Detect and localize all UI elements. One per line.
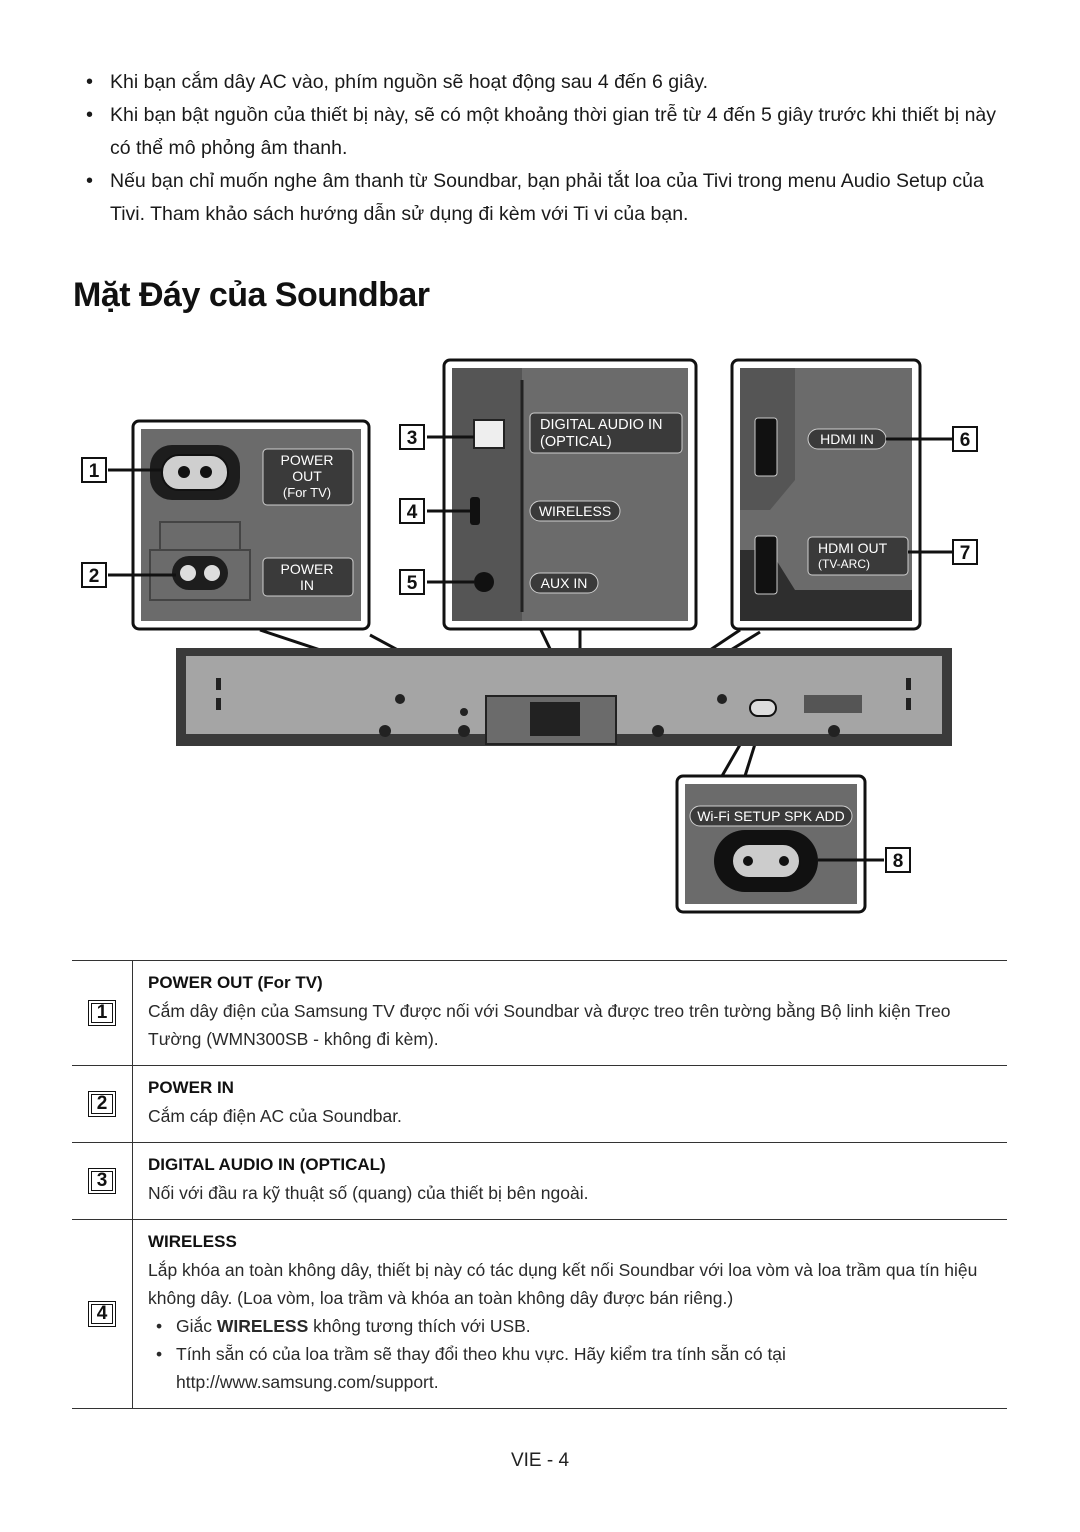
table-row: 1 POWER OUT (For TV) Cắm dây điện của Sa… (72, 960, 1007, 1066)
svg-text:5: 5 (407, 573, 418, 594)
hdmi-out-label-line1: HDMI OUT (818, 540, 888, 556)
callout-6: 6 (952, 426, 978, 452)
callout-2: 2 (81, 562, 107, 588)
hdmi-panel: HDMI IN HDMI OUT (TV-ARC) (730, 358, 922, 631)
svg-text:7: 7 (960, 543, 971, 564)
table-row: 3 DIGITAL AUDIO IN (OPTICAL) Nối với đầu… (72, 1142, 1007, 1220)
row-sub-bullets: Giắc WIRELESS không tương thích với USB.… (148, 1312, 997, 1396)
callout-3: 3 (399, 424, 425, 450)
power-out-label-line1: POWER (281, 452, 334, 468)
hdmi-in-label: HDMI IN (820, 431, 874, 447)
row-heading: WIRELESS (148, 1232, 237, 1251)
wifi-setup-panel: Wi-Fi SETUP SPK ADD (675, 774, 884, 914)
row-text: Cắm dây điện của Samsung TV được nối với… (148, 1001, 951, 1049)
sub-bullet-item: Giắc WIRELESS không tương thích với USB. (152, 1312, 997, 1340)
soundbar-bottom-diagram: POWER OUT (For TV) POWER IN DIGITAL AUDI… (81, 358, 978, 914)
svg-text:6: 6 (960, 430, 971, 451)
power-in-label-line2: IN (300, 577, 314, 593)
aux-in-label: AUX IN (541, 575, 588, 591)
row-text: Nối với đầu ra kỹ thuật số (quang) của t… (148, 1183, 589, 1203)
row-heading: POWER OUT (For TV) (148, 973, 323, 992)
power-in-label-line1: POWER (281, 561, 334, 577)
bullet-item: Khi bạn cắm dây AC vào, phím nguồn sẽ ho… (86, 66, 1006, 99)
svg-text:8: 8 (893, 851, 904, 872)
inputs-panel: DIGITAL AUDIO IN (OPTICAL) WIRELESS AUX … (442, 358, 698, 631)
svg-text:1: 1 (89, 461, 100, 482)
row-number-badge: 3 (88, 1168, 116, 1194)
connector-legend-table: 1 POWER OUT (For TV) Cắm dây điện của Sa… (72, 960, 1007, 1409)
svg-text:4: 4 (407, 502, 418, 523)
row-text: Lắp khóa an toàn không dây, thiết bị này… (148, 1260, 978, 1308)
callout-5: 5 (399, 569, 425, 595)
hdmi-out-label-line2: (TV-ARC) (818, 557, 870, 571)
intro-bullets: Khi bạn cắm dây AC vào, phím nguồn sẽ ho… (86, 66, 1006, 231)
row-text: Cắm cáp điện AC của Soundbar. (148, 1106, 402, 1126)
table-row: 4 WIRELESS Lắp khóa an toàn không dây, t… (72, 1219, 1007, 1409)
sub-bullet-item: Tính sẵn có của loa trầm sẽ thay đổi the… (152, 1340, 997, 1396)
section-title: Mặt Đáy của Soundbar (73, 276, 430, 314)
row-number-badge: 4 (88, 1301, 116, 1327)
svg-text:3: 3 (407, 428, 418, 449)
bullet-item: Nếu bạn chỉ muốn nghe âm thanh từ Soundb… (86, 165, 1006, 231)
power-out-label-line2: OUT (292, 468, 322, 484)
power-panel: POWER OUT (For TV) POWER IN (131, 419, 371, 631)
svg-text:2: 2 (89, 566, 100, 587)
digital-audio-label-line2: (OPTICAL) (540, 434, 612, 450)
page-number: VIE - 4 (510, 1450, 570, 1471)
callout-8: 8 (885, 847, 911, 873)
callout-7: 7 (952, 539, 978, 565)
power-out-label-line3: (For TV) (283, 485, 331, 500)
bullet-item: Khi bạn bật nguồn của thiết bị này, sẽ c… (86, 99, 1006, 165)
callout-1: 1 (81, 457, 107, 483)
row-number-badge: 1 (88, 1000, 116, 1026)
callout-4: 4 (399, 498, 425, 524)
row-heading: POWER IN (148, 1078, 234, 1097)
row-heading: DIGITAL AUDIO IN (OPTICAL) (148, 1155, 386, 1174)
wireless-label: WIRELESS (539, 503, 611, 519)
row-number-badge: 2 (88, 1091, 116, 1117)
table-row: 2 POWER IN Cắm cáp điện AC của Soundbar. (72, 1065, 1007, 1143)
digital-audio-label-line1: DIGITAL AUDIO IN (540, 417, 662, 433)
soundbar-body (176, 648, 952, 746)
wifi-setup-label: Wi-Fi SETUP SPK ADD (697, 808, 845, 824)
